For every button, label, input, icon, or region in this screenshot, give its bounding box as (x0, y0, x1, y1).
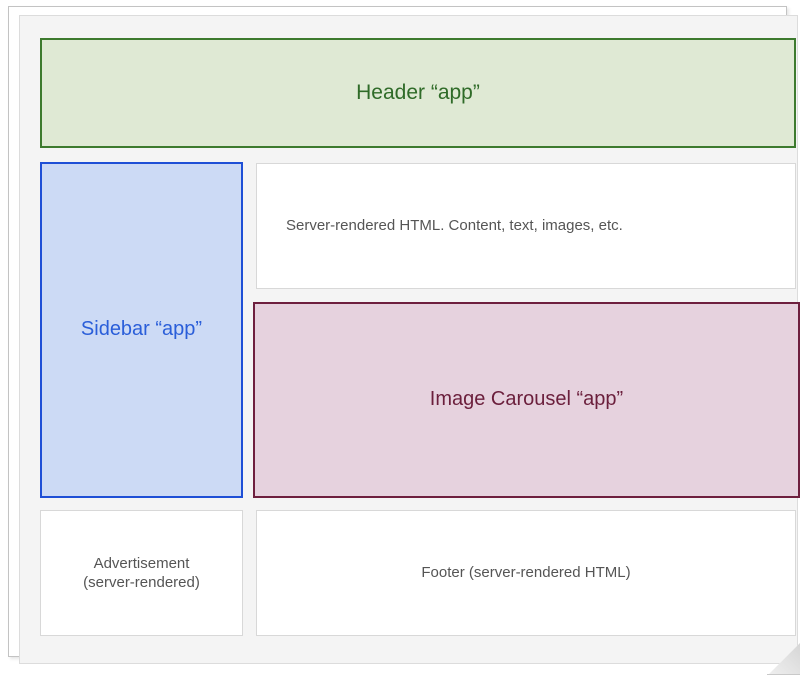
block-footer-label: Footer (server-rendered HTML) (421, 564, 631, 582)
block-advertisement-label-line2: (server-rendered) (83, 574, 200, 591)
block-header-app[interactable]: Header “app” (40, 38, 796, 148)
page-fold-edge (767, 639, 800, 675)
page-fold-corner-icon (767, 639, 800, 675)
block-server-rendered-content-label: Server-rendered HTML. Content, text, ima… (286, 217, 623, 235)
block-image-carousel-app-label: Image Carousel “app” (429, 388, 624, 411)
block-header-app-label: Header “app” (356, 80, 480, 104)
block-sidebar-app[interactable]: Sidebar “app” (40, 162, 243, 498)
page-area: Header “app” Sidebar “app” Server-render… (19, 15, 800, 675)
block-sidebar-app-label: Sidebar “app” (80, 318, 203, 341)
document-frame: Header “app” Sidebar “app” Server-render… (8, 6, 800, 675)
block-footer[interactable]: Footer (server-rendered HTML) (256, 510, 796, 636)
page-fold-triangle (768, 639, 800, 675)
block-advertisement-label-line1: Advertisement (93, 554, 190, 572)
block-image-carousel-app[interactable]: Image Carousel “app” (253, 302, 800, 498)
page-fold-background (768, 639, 800, 675)
block-server-rendered-content[interactable]: Server-rendered HTML. Content, text, ima… (256, 163, 796, 289)
block-advertisement[interactable]: Advertisement (server-rendered) (40, 510, 243, 636)
